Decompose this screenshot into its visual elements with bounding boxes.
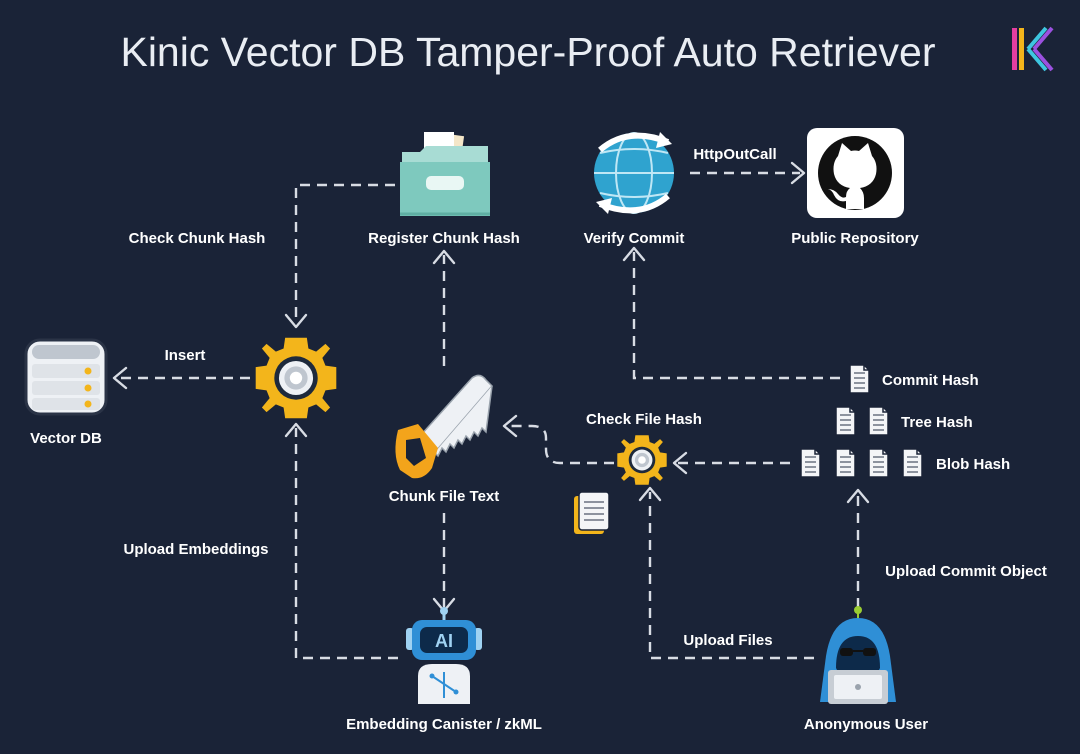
ai-robot-icon: AI — [406, 607, 482, 704]
commit-hash-to-verify-arrow — [632, 252, 840, 380]
vector-db-label: Vector DB — [30, 430, 102, 447]
upload-embeddings-label: Upload Embeddings — [123, 541, 268, 558]
folder-icon — [400, 132, 490, 216]
embedding-canister-label: Embedding Canister / zkML — [346, 716, 542, 733]
commit-hash-label: Commit Hash — [882, 372, 979, 389]
anonymous-user-label: Anonymous User — [804, 716, 928, 733]
database-icon — [24, 338, 108, 416]
gear-icon — [255, 337, 337, 419]
http-out-call-label: HttpOutCall — [693, 146, 776, 163]
svg-text:AI: AI — [435, 631, 453, 651]
upload-files-arrow — [648, 492, 814, 660]
register-chunk-hash-label: Register Chunk Hash — [368, 230, 520, 247]
document-icon — [868, 448, 889, 478]
public-repository-label: Public Repository — [791, 230, 919, 247]
check-file-hash-label: Check File Hash — [586, 411, 702, 428]
check-chunk-hash-label: Check Chunk Hash — [129, 230, 266, 247]
kinic-logo — [1012, 26, 1054, 72]
verify-commit-label: Verify Commit — [584, 230, 685, 247]
check-chunk-hash-arrow — [294, 183, 395, 323]
upload-files-label: Upload Files — [683, 632, 772, 649]
document-icon — [868, 406, 889, 436]
check-file-hash-to-saw-arrow — [508, 424, 614, 465]
gear-icon — [617, 435, 667, 485]
upload-embeddings-arrow — [294, 428, 398, 660]
document-icon — [574, 491, 610, 534]
document-icon — [902, 448, 923, 478]
document-icon — [835, 406, 856, 436]
document-icon — [800, 448, 821, 478]
tree-hash-label: Tree Hash — [901, 414, 973, 431]
upload-commit-object-label: Upload Commit Object — [885, 563, 1047, 580]
chunk-file-text-label: Chunk File Text — [389, 488, 500, 505]
github-icon — [807, 128, 904, 218]
globe-sync-icon — [594, 132, 674, 214]
page-title: Kinic Vector DB Tamper-Proof Auto Retrie… — [120, 29, 935, 75]
insert-label: Insert — [165, 347, 206, 364]
hacker-icon — [820, 606, 896, 704]
document-icon — [835, 448, 856, 478]
blob-hash-label: Blob Hash — [936, 456, 1010, 473]
saw-icon — [395, 374, 494, 479]
document-icon — [849, 364, 870, 394]
